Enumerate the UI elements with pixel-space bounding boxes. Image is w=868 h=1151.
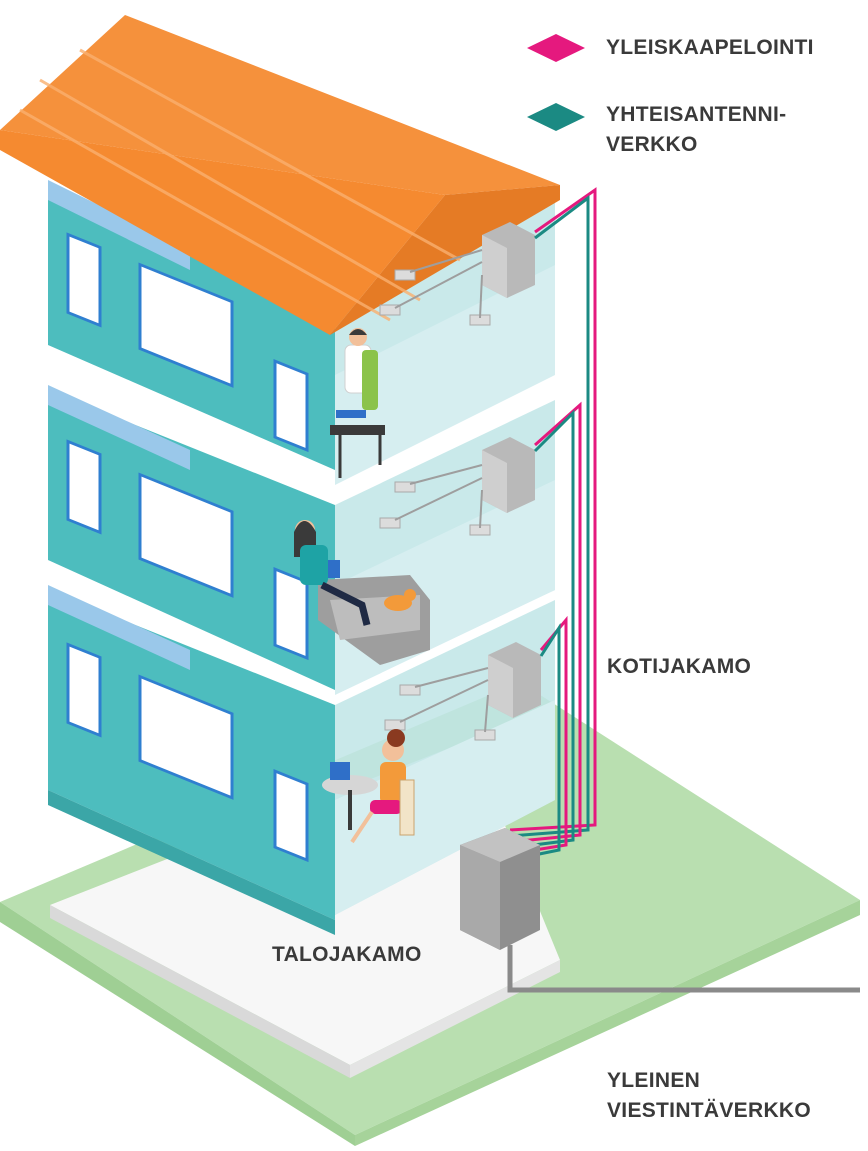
legend-label-antenna-network-line1: YHTEISANTENNI- [606,101,786,129]
label-public-network-line1: YLEINEN [607,1067,700,1095]
diamond-icon [527,103,585,131]
legend-swatch-antenna-network [527,103,585,131]
label-talojakamo: TALOJAKAMO [272,941,422,969]
building-cabinet [460,828,540,950]
legend-label-antenna-network-line2: VERKKO [606,131,698,159]
label-kotijakamo: KOTIJAKAMO [607,653,751,681]
home-cabinet-1 [488,642,541,718]
diamond-icon [527,34,585,62]
legend-label-general-cabling: YLEISKAAPELOINTI [606,34,814,62]
legend-swatch-general-cabling [527,34,585,62]
home-cabinet-3 [482,222,535,298]
home-cabinet-2 [482,437,535,513]
label-public-network-line2: VIESTINTÄVERKKO [607,1097,811,1125]
